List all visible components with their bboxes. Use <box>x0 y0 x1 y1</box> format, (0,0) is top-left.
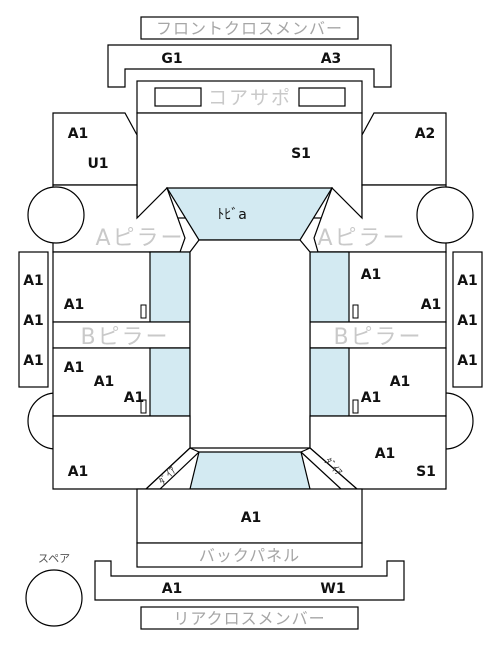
rear-cross-member-box <box>140 606 359 630</box>
right-rear-handle <box>352 399 359 414</box>
back-panel-box <box>136 542 363 568</box>
grade-front-left: G1 <box>161 51 182 67</box>
grade-left-rocker-top: A1 <box>23 273 44 289</box>
front-right-wheel <box>416 186 474 244</box>
headlight-right <box>298 87 346 107</box>
rear-cross-member-label: リアクロスメンバー <box>173 609 325 628</box>
right-rear-glass <box>309 347 350 417</box>
front-bumper-reinforcement <box>107 44 392 88</box>
grade-right-quarter-top: A1 <box>375 446 396 462</box>
grade-right-quarter-bottom: S1 <box>416 464 436 480</box>
core-support-label: コアサポ <box>208 87 292 109</box>
left-rocker <box>18 251 49 388</box>
b-pillar-right-label: Bピラー <box>333 325 422 350</box>
grade-right-front-door-top: A1 <box>361 267 382 283</box>
rear-window <box>189 451 311 490</box>
rear-bumper-reinforcement <box>94 560 405 601</box>
right-rocker <box>452 251 483 388</box>
left-rear-glass <box>149 347 191 417</box>
grade-rear-right: W1 <box>320 581 345 597</box>
right-front-glass <box>309 251 350 323</box>
front-cross-member-label: フロントクロスメンバー <box>156 19 343 38</box>
back-panel-label: バックパネル <box>199 546 300 565</box>
grade-left-rear-door-top: A1 <box>64 360 85 376</box>
grade-rear-left: A1 <box>162 581 183 597</box>
grade-front-right: A3 <box>321 51 342 67</box>
left-front-apron <box>52 112 138 186</box>
grade-right-front-door-inner: A1 <box>421 297 442 313</box>
left-front-glass <box>149 251 191 323</box>
left-rear-handle <box>140 399 147 414</box>
trunk-lid <box>136 488 363 544</box>
grade-left-front-apron: A1 <box>68 126 89 142</box>
grade-right-rear-door-inner: A1 <box>361 390 382 406</box>
a-pillar-left-label: Aピラー <box>95 226 184 251</box>
right-quarter-panel <box>309 415 447 490</box>
left-front-handle <box>140 304 147 319</box>
grade-trunk: A1 <box>241 510 262 526</box>
b-pillar-left-label: Bピラー <box>80 325 169 350</box>
toboard-label: ﾄﾋﾞa <box>217 207 247 223</box>
spare-label: スペア <box>38 552 70 565</box>
a-pillar-right-label: Aピラー <box>317 226 406 251</box>
grade-left-rear-door-inner: A1 <box>124 390 145 406</box>
grade-hood-area: S1 <box>291 146 311 162</box>
grade-left-rear-door-mid: A1 <box>94 374 115 390</box>
grade-left-rocker-bottom: A1 <box>23 353 44 369</box>
front-cross-member-box <box>140 16 359 40</box>
grade-right-rocker-mid: A1 <box>457 313 478 329</box>
roof-panel <box>189 239 311 449</box>
front-left-wheel <box>27 186 85 244</box>
grade-right-front-apron: A2 <box>415 126 436 142</box>
grade-left-front-fender: U1 <box>87 156 108 172</box>
windshield-toboard <box>165 187 334 241</box>
grade-left-front-door-inner: A1 <box>64 297 85 313</box>
spare-tire <box>25 569 83 627</box>
grade-right-rocker-bottom: A1 <box>457 353 478 369</box>
headlight-left <box>154 87 202 107</box>
right-front-handle <box>352 304 359 319</box>
grade-right-rear-door-top: A1 <box>390 374 411 390</box>
grade-right-rocker-top: A1 <box>457 273 478 289</box>
grade-left-rocker-mid: A1 <box>23 313 44 329</box>
grade-left-quarter: A1 <box>68 464 89 480</box>
right-front-apron <box>361 112 447 186</box>
